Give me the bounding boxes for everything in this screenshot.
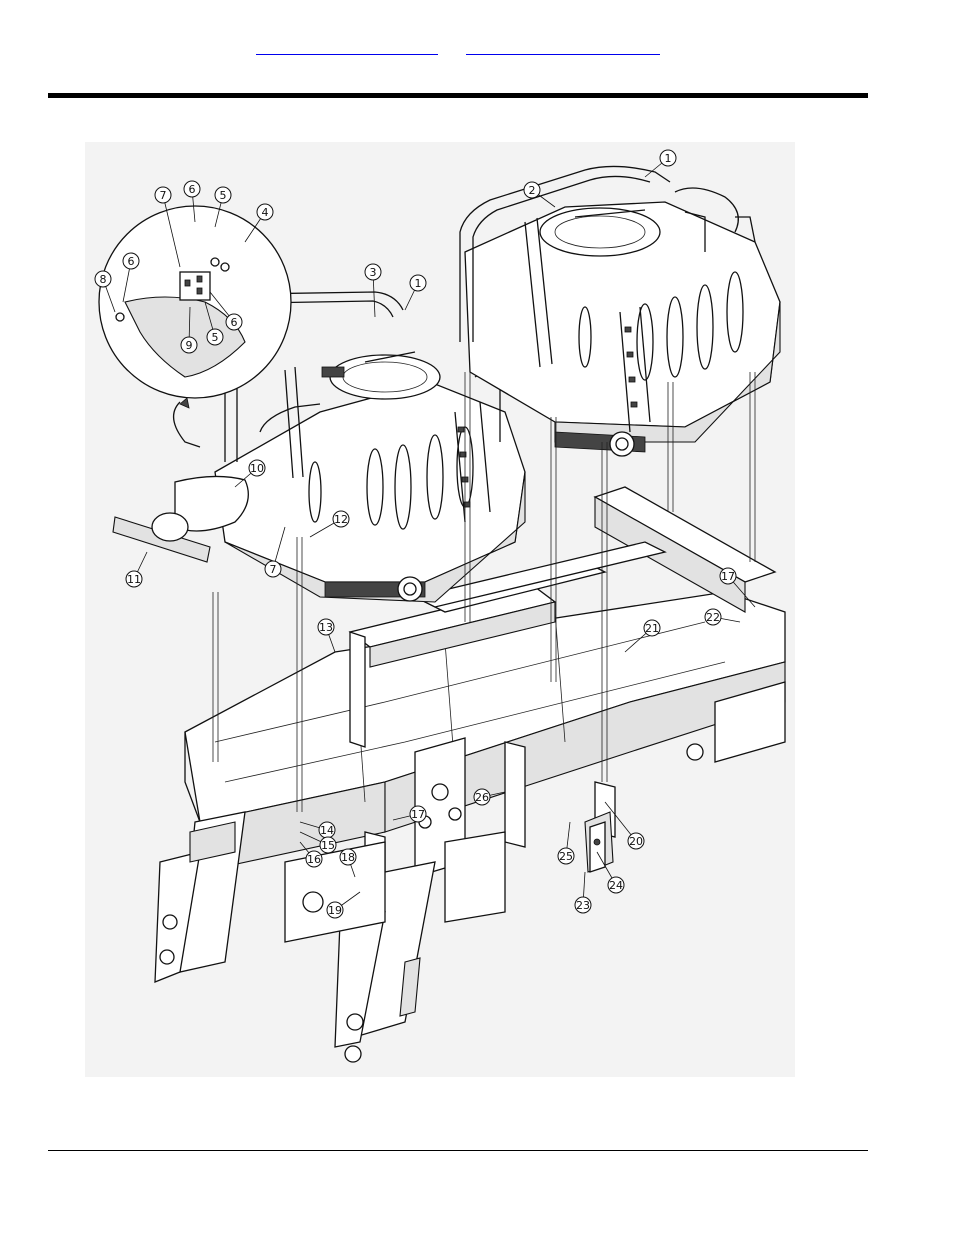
- callout-circle-9: [225, 313, 243, 331]
- callout-number-8: 6: [128, 255, 135, 268]
- callout-number-23: 18: [341, 851, 355, 864]
- detail-inset: [98, 205, 292, 448]
- rear-tank: [464, 187, 781, 457]
- callout-circle-15: [125, 570, 143, 588]
- callout-circle-13: [180, 336, 198, 354]
- callout-number-10: 7: [160, 189, 167, 202]
- callout-circle-10: [154, 186, 172, 204]
- callout-circle-22: [719, 567, 737, 585]
- callout-leader-10: [162, 194, 181, 268]
- callout-circle-12: [94, 270, 112, 288]
- callout-number-16: 12: [334, 513, 348, 526]
- callout-circle-3: [364, 263, 382, 281]
- exploded-view-drawing: 1123455666778910111213141516171718192021…: [94, 149, 786, 1063]
- header-link-2[interactable]: [466, 40, 660, 55]
- callout-circle-1: [409, 274, 427, 292]
- callout-number-30: 25: [559, 850, 573, 863]
- callout-circle-29: [607, 876, 625, 894]
- callout-number-31: 26: [475, 791, 489, 804]
- callout-number-14: 10: [250, 462, 264, 475]
- callout-number-11: 7: [270, 563, 277, 576]
- callout-circle-27: [704, 608, 722, 626]
- callout-number-3: 3: [370, 266, 377, 279]
- callout-number-4: 4: [262, 206, 269, 219]
- callout-number-7: 6: [189, 183, 196, 196]
- callout-circle-16: [332, 510, 350, 528]
- callout-circle-2: [523, 181, 541, 199]
- callout-number-29: 24: [609, 879, 623, 892]
- callout-number-25: 20: [629, 835, 643, 848]
- front-tank: [214, 351, 526, 603]
- callout-number-6: 5: [212, 331, 219, 344]
- decal-parts: [112, 475, 249, 563]
- callout-circle-19: [319, 836, 337, 854]
- callout-number-0: 1: [665, 152, 672, 165]
- callout-number-19: 15: [321, 839, 335, 852]
- callout-circle-6: [206, 328, 224, 346]
- callout-circle-0: [659, 149, 677, 167]
- callout-labels: 1123455666778910111213141516171718192021…: [94, 149, 756, 919]
- footer-rule: [48, 1150, 868, 1151]
- callout-number-26: 21: [645, 622, 659, 635]
- callout-circle-31: [473, 788, 491, 806]
- callout-number-24: 19: [328, 904, 342, 917]
- callout-number-5: 5: [220, 189, 227, 202]
- callout-number-12: 8: [100, 273, 107, 286]
- callout-circle-21: [409, 805, 427, 823]
- callout-number-21: 17: [411, 808, 425, 821]
- header-rule: [48, 93, 868, 98]
- callout-circle-24: [326, 901, 344, 919]
- callout-number-17: 13: [319, 621, 333, 634]
- callout-circle-30: [557, 847, 575, 865]
- callout-circle-11: [264, 560, 282, 578]
- callout-circle-4: [256, 203, 274, 221]
- callout-number-22: 17: [721, 570, 735, 583]
- callout-circle-28: [574, 896, 592, 914]
- callout-number-13: 9: [186, 339, 193, 352]
- callout-number-27: 22: [706, 611, 720, 624]
- explode-lines: [212, 372, 756, 812]
- callout-number-15: 11: [127, 573, 141, 586]
- callout-number-18: 14: [320, 824, 334, 837]
- callout-circle-20: [305, 850, 323, 868]
- callout-circle-14: [248, 459, 266, 477]
- callout-circle-5: [214, 186, 232, 204]
- hitch-assembly: [154, 811, 506, 1063]
- callout-circle-25: [627, 832, 645, 850]
- callout-number-1: 1: [415, 277, 422, 290]
- rear-tank-rail: [459, 165, 756, 368]
- small-parts: [589, 821, 606, 873]
- callout-number-28: 23: [576, 899, 590, 912]
- callout-circle-7: [183, 180, 201, 198]
- callout-circle-17: [317, 618, 335, 636]
- header-link-1[interactable]: [256, 40, 438, 55]
- callout-number-9: 6: [231, 316, 238, 329]
- callout-circle-8: [122, 252, 140, 270]
- callout-number-2: 2: [529, 184, 536, 197]
- callout-number-20: 16: [307, 853, 321, 866]
- callout-circle-23: [339, 848, 357, 866]
- callout-circle-26: [643, 619, 661, 637]
